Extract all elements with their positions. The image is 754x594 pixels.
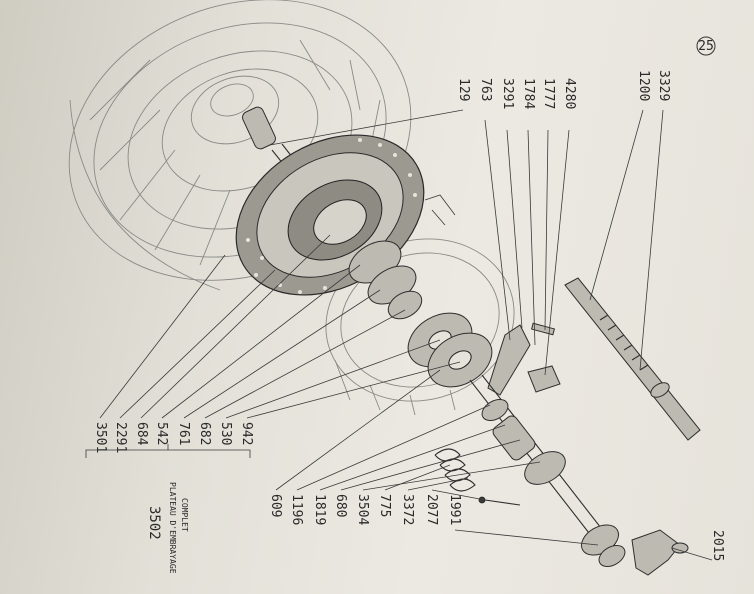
pedal-lever <box>631 529 689 576</box>
label-684: 684 <box>134 422 149 446</box>
label-3501: 3501 <box>93 422 108 453</box>
label-763: 763 <box>478 78 493 101</box>
label-1777: 1777 <box>541 78 556 109</box>
maker-logo <box>424 194 456 226</box>
label-1200: 1200 <box>636 70 651 101</box>
release-fork <box>487 322 561 396</box>
label-1196: 1196 <box>289 494 304 525</box>
label-2015: 2015 <box>710 530 725 561</box>
assembly-number: 3502 <box>146 506 162 540</box>
label-1819: 1819 <box>312 494 327 525</box>
label-609: 609 <box>268 494 283 517</box>
assembly-name-line2: COMPLET <box>180 498 189 532</box>
label-775: 775 <box>377 494 392 517</box>
grouped-labels: 3501 2291 684 542 761 682 530 942 <box>85 422 254 458</box>
label-3372: 3372 <box>400 494 415 525</box>
label-680: 680 <box>333 494 348 517</box>
label-1991: 1991 <box>447 494 462 525</box>
label-682: 682 <box>197 422 212 445</box>
label-3329: 3329 <box>656 70 671 101</box>
label-3504: 3504 <box>355 494 370 525</box>
main-shaft <box>469 374 626 567</box>
label-2291: 2291 <box>113 422 128 453</box>
label-129: 129 <box>456 78 471 101</box>
label-2077: 2077 <box>424 494 439 525</box>
label-1784: 1784 <box>521 78 536 109</box>
label-4280: 4280 <box>562 78 577 109</box>
lower-labels: 609 1196 1819 680 3504 775 3372 2077 199… <box>268 494 462 525</box>
page-number: 25 <box>696 36 716 56</box>
label-530: 530 <box>218 422 233 445</box>
label-3291: 3291 <box>500 78 515 109</box>
label-761: 761 <box>176 422 191 445</box>
label-542: 542 <box>154 422 169 445</box>
group-brace <box>85 444 251 458</box>
splined-hub <box>348 240 423 320</box>
top-labels: 129 763 3291 1784 1777 4280 1200 3329 <box>456 70 671 109</box>
threaded-shaft <box>564 277 701 441</box>
assembly-title: 3502 PLATEAU D'EMBRAYAGE COMPLET <box>146 482 189 574</box>
pressure-plate <box>407 312 493 388</box>
assembly-name-line1: PLATEAU D'EMBRAYAGE <box>168 482 177 574</box>
label-942: 942 <box>239 422 254 445</box>
leader-lines <box>99 109 713 561</box>
page-number-text: 25 <box>698 39 714 54</box>
small-bolt <box>478 496 521 506</box>
clutch-spring <box>434 448 476 492</box>
